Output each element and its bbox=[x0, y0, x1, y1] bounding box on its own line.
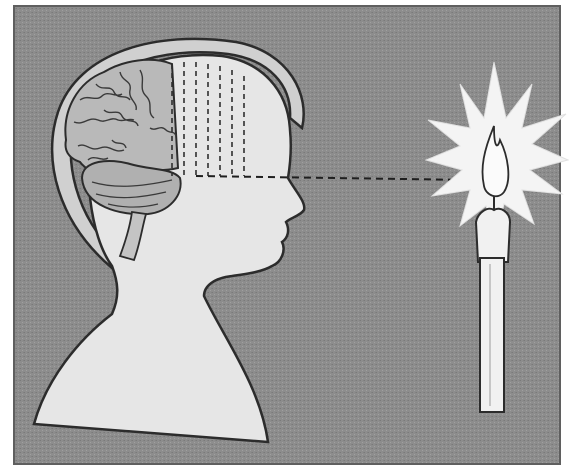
candle-body bbox=[480, 258, 504, 412]
candle-top bbox=[476, 209, 510, 262]
